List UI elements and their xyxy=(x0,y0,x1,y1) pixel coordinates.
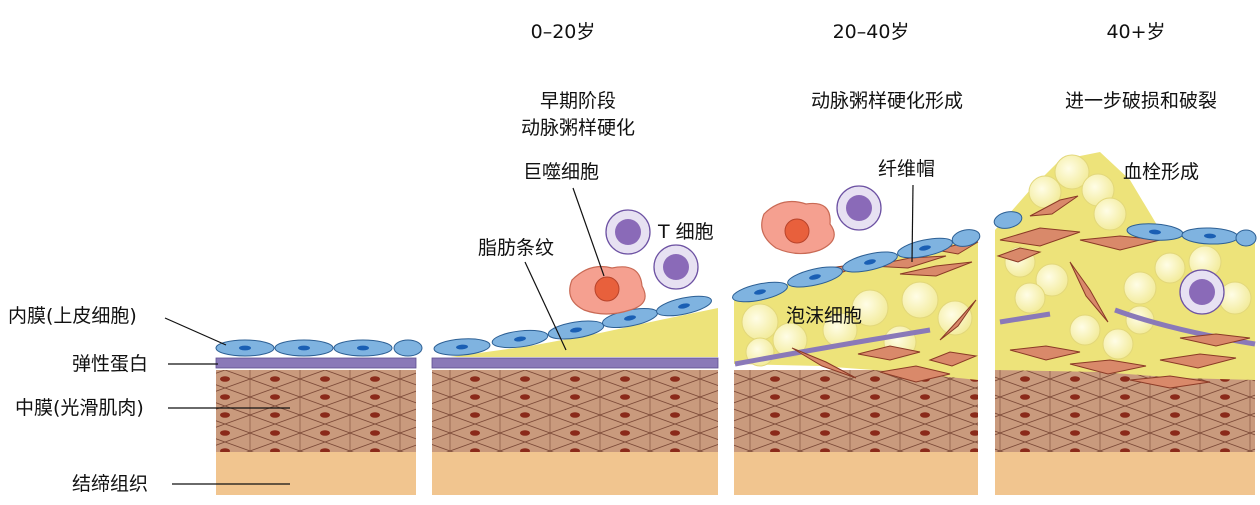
t-cell xyxy=(1179,269,1225,315)
media-layer xyxy=(216,370,416,452)
endothelium-layer xyxy=(215,339,423,357)
t-cell xyxy=(836,185,882,231)
label-media: 中膜(光滑肌肉) xyxy=(15,397,144,419)
age-header-20-40: 20–40岁 xyxy=(833,21,910,43)
stage-title-early-line2: 动脉粥样硬化 xyxy=(521,117,635,139)
connective-layer xyxy=(216,452,416,495)
t-cell xyxy=(653,244,699,290)
panel-rupture xyxy=(993,152,1257,495)
macrophage-leader xyxy=(572,187,605,277)
stage-title-early-line1: 早期阶段 xyxy=(540,90,616,112)
panel-formation xyxy=(732,185,981,495)
label-intima: 内膜(上皮细胞) xyxy=(8,305,137,327)
stage-title-formation: 动脉粥样硬化形成 xyxy=(811,90,963,112)
endothelium-layer xyxy=(993,211,1257,247)
leader-lines xyxy=(164,184,914,485)
panel-early xyxy=(431,209,719,495)
fibrous-cap-leader xyxy=(911,184,914,263)
label-fatty-streak: 脂肪条纹 xyxy=(478,237,554,259)
label-foam-cell: 泡沫细胞 xyxy=(786,305,862,327)
label-connective: 结缔组织 xyxy=(72,473,148,495)
endothelium-layer xyxy=(732,229,981,303)
text-labels: 0–20岁 20–40岁 40+岁 早期阶段 动脉粥样硬化 动脉粥样硬化形成 进… xyxy=(8,21,1217,495)
label-t-cell: T 细胞 xyxy=(657,221,714,243)
label-elastin: 弹性蛋白 xyxy=(72,353,148,375)
macrophage-cell xyxy=(761,201,835,255)
smooth-muscle-cells xyxy=(996,195,1251,389)
endothelium-layer xyxy=(433,295,712,356)
macrophage-cell xyxy=(569,265,646,315)
age-header-40-plus: 40+岁 xyxy=(1106,21,1165,43)
panel-normal xyxy=(215,339,423,495)
fatty-streak-leader xyxy=(524,261,567,351)
thrombus-foam-cluster xyxy=(1004,154,1252,360)
elastin-layer xyxy=(215,357,417,369)
intima-leader xyxy=(164,317,227,346)
age-header-0-20: 0–20岁 xyxy=(531,21,596,43)
label-thrombus: 血栓形成 xyxy=(1123,161,1199,183)
label-fibrous-cap: 纤维帽 xyxy=(878,158,935,180)
fatty-streak-lipid xyxy=(450,308,718,357)
t-cell xyxy=(605,209,651,255)
label-macrophage: 巨噬细胞 xyxy=(523,161,599,183)
stage-title-rupture: 进一步破损和破裂 xyxy=(1065,90,1217,112)
